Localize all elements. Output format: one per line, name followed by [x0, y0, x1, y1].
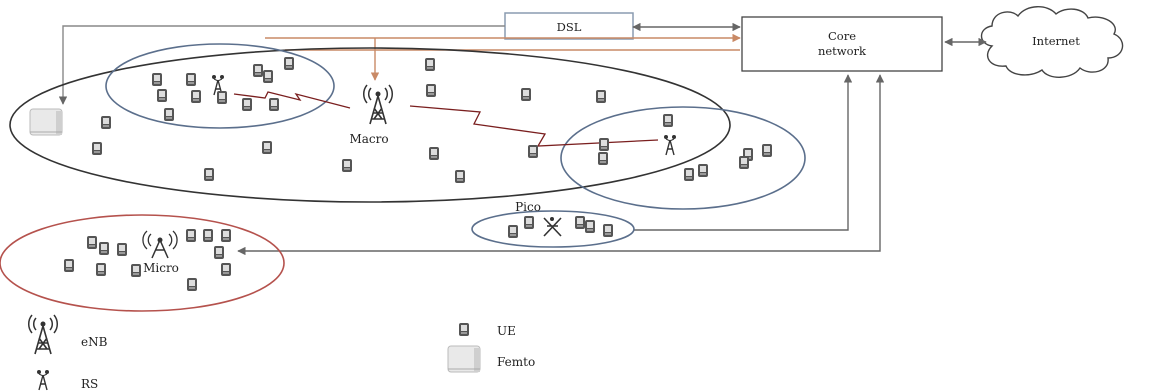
femto-box-icon — [447, 345, 481, 373]
cloud-icon — [980, 6, 1124, 78]
ue-device-icon — [603, 224, 613, 237]
ue-device-icon — [99, 242, 109, 255]
ue-device-icon — [762, 144, 772, 157]
ue-device-icon — [221, 229, 231, 242]
ue-device-icon — [459, 323, 469, 336]
ue-device-icon — [214, 246, 224, 259]
core-label-line1: Core — [828, 29, 856, 43]
ue-device-icon — [187, 278, 197, 291]
ue-device-icon — [164, 108, 174, 121]
ue-device-icon — [429, 147, 439, 160]
ue-device-icon — [524, 216, 534, 229]
ue-device-icon — [599, 138, 609, 151]
ue-device-icon — [253, 64, 263, 77]
ue-device-icon — [263, 70, 273, 83]
ue-device-icon — [455, 170, 465, 183]
core-label-line2: network — [818, 44, 867, 58]
ue-device-icon — [204, 168, 214, 181]
ue-device-icon — [528, 145, 538, 158]
internet-label: Internet — [1032, 34, 1080, 48]
ue-device-icon — [269, 98, 279, 111]
legend: eNB RS UE Femto — [27, 314, 535, 391]
macro-enb-icon — [362, 84, 394, 125]
micro-cell — [0, 214, 285, 312]
pico-label: Pico — [515, 200, 541, 214]
ue-device-icon — [426, 84, 436, 97]
enb-tower-icon — [27, 314, 59, 355]
core-network-box — [741, 16, 943, 72]
macro-cell — [9, 47, 731, 203]
ue-device-icon — [262, 141, 272, 154]
ue-device-icon — [663, 114, 673, 127]
micro-station-icon — [142, 230, 178, 259]
ue-device-icon — [684, 168, 694, 181]
ue-device-icon — [203, 229, 213, 242]
ue-device-icon — [217, 91, 227, 104]
ue-device-icon — [342, 159, 352, 172]
rs-cell-right — [560, 106, 806, 210]
ue-device-icon — [242, 98, 252, 111]
ue-device-icon — [186, 229, 196, 242]
ue-device-icon — [508, 225, 518, 238]
legend-femto-label: Femto — [497, 355, 535, 369]
legend-ue-label: UE — [497, 324, 516, 338]
pico-cell — [471, 210, 635, 248]
ue-device-icon — [131, 264, 141, 277]
ue-device-icon — [191, 90, 201, 103]
ue-device-icon — [596, 90, 606, 103]
ue-device-icon — [739, 156, 749, 169]
ue-group — [64, 57, 772, 291]
dsl-label: DSL — [557, 20, 582, 34]
wireless-link-left — [233, 91, 351, 109]
pico-station-icon — [543, 217, 562, 237]
ue-device-icon — [284, 57, 294, 70]
micro-label: Micro — [143, 261, 179, 275]
legend-rs-label: RS — [81, 377, 98, 391]
relay-station-icon — [36, 369, 50, 391]
relay-station-right-icon — [663, 134, 677, 156]
ue-device-icon — [698, 164, 708, 177]
femto-station-icon — [29, 108, 63, 136]
legend-enb-label: eNB — [81, 335, 108, 349]
ue-device-icon — [425, 58, 435, 71]
ue-device-icon — [117, 243, 127, 256]
ue-device-icon — [96, 263, 106, 276]
ue-device-icon — [186, 73, 196, 86]
ue-device-icon — [585, 220, 595, 233]
rs-cell-left — [105, 43, 335, 129]
ue-device-icon — [157, 89, 167, 102]
ue-device-icon — [101, 116, 111, 129]
macro-label: Macro — [349, 132, 388, 146]
ue-device-icon — [221, 263, 231, 276]
ue-device-icon — [92, 142, 102, 155]
ue-device-icon — [598, 152, 608, 165]
backhaul-links — [58, 22, 987, 256]
ue-device-icon — [152, 73, 162, 86]
ue-device-icon — [575, 216, 585, 229]
ue-device-icon — [64, 259, 74, 272]
wireless-link-right — [409, 105, 659, 147]
ue-device-icon — [87, 236, 97, 249]
ue-device-icon — [521, 88, 531, 101]
